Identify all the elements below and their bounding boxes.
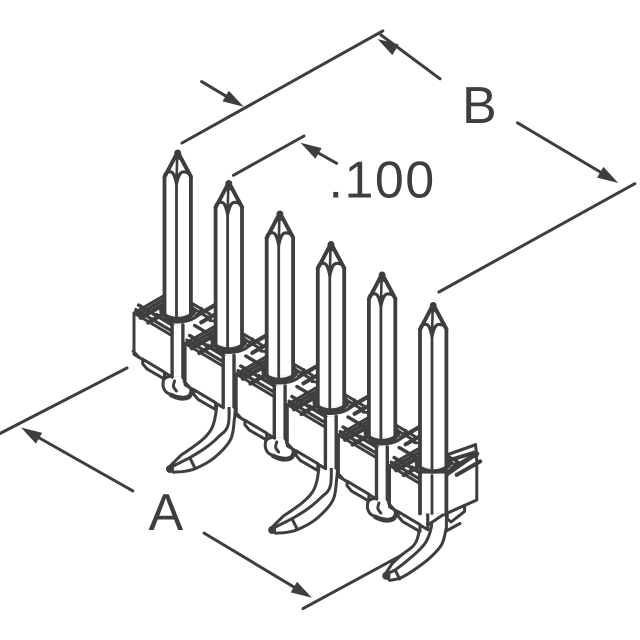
svg-text:B: B <box>462 77 497 135</box>
svg-text:A: A <box>149 484 184 542</box>
svg-text:.100: .100 <box>329 152 436 210</box>
